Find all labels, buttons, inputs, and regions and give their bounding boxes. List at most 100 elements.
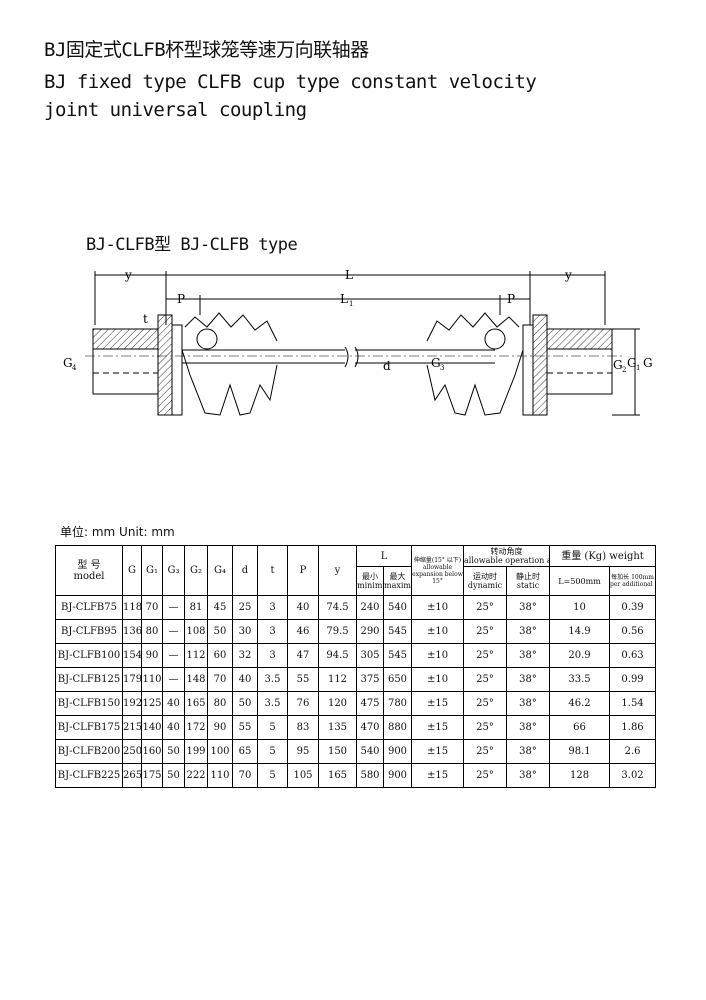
table-cell: 900 [382,739,413,764]
table-cell: 38° [506,643,551,668]
table-cell: 110 [141,667,163,692]
table-cell: 25° [463,643,508,668]
table-cell: ±10 [411,667,465,692]
table-cell: 25° [463,715,508,740]
table-cell: 780 [382,691,413,716]
table-cell: 45 [207,595,233,620]
unit-label: 单位: mm Unit: mm [60,525,175,539]
table-cell: 5 [257,739,288,764]
table-cell: 125 [141,691,163,716]
table-cell: 1.86 [609,715,657,740]
table-cell: 95 [287,739,319,764]
table-cell: 40 [232,667,258,692]
table-cell: 290 [356,619,384,644]
model-cell: BJ-CLFB100 [55,643,123,668]
table-cell: 3.5 [257,667,288,692]
header-weight-add-cn: 每加长 100mm [611,574,654,581]
table-cell: 90 [141,643,163,668]
table-cell: 70 [141,595,163,620]
table-cell: 1.54 [609,691,657,716]
table-cell: 222 [184,763,208,788]
table-cell: 5 [257,715,288,740]
title-english-line-1: BJ fixed type CLFB cup type constant vel… [44,71,537,93]
table-cell: — [162,595,185,620]
table-cell: 38° [506,691,551,716]
table-cell: 305 [356,643,384,668]
table-cell: 3 [257,595,288,620]
table-cell: 172 [184,715,208,740]
table-cell: 14.9 [549,619,611,644]
table-cell: 83 [287,715,319,740]
table-cell: 2.6 [609,739,657,764]
table-cell: 33.5 [549,667,611,692]
header-L-min-en: minimum [357,581,383,590]
table-cell: 25° [463,619,508,644]
table-cell: 74.5 [318,595,357,620]
table-cell: 40 [162,715,185,740]
table-cell: ±15 [411,739,465,764]
header-static-en: static [516,581,540,590]
model-cell: BJ-CLFB175 [55,715,123,740]
table-cell: 192 [122,691,142,716]
table-cell: 112 [318,667,357,692]
table-cell: 94.5 [318,643,357,668]
label-L: L [345,268,353,282]
table-cell: 3 [257,619,288,644]
table-cell: ±15 [411,715,465,740]
header-dynamic-en: dynamic [467,581,503,590]
table-cell: 3.5 [257,691,288,716]
table-cell: 175 [141,763,163,788]
table-cell: 79.5 [318,619,357,644]
table-cell: 50 [162,763,185,788]
table-cell: 25 [232,595,258,620]
table-cell: 38° [506,763,551,788]
header-model-en: model [73,570,105,582]
header-expansion: 伸缩量(15° 以下) allowable expansion below 15… [411,545,465,596]
header-L-max: 最大 maximum [382,566,413,596]
label-G1: G [627,356,637,370]
header-G3: G₃ [162,545,185,596]
header-static: 静止时 static [506,566,551,596]
table-cell: 545 [382,619,413,644]
table-cell: 165 [318,763,357,788]
header-G4: G₄ [207,545,233,596]
label-G4-sub: 4 [72,364,77,372]
table-cell: 38° [506,619,551,644]
table-cell: 10 [549,595,611,620]
table-cell: 20.9 [549,643,611,668]
model-cell: BJ-CLFB75 [55,595,123,620]
table-cell: 250 [122,739,142,764]
header-t: t [257,545,288,596]
table-cell: 0.99 [609,667,657,692]
table-cell: 60 [207,643,233,668]
header-P: P [287,545,319,596]
header-L: L [355,545,413,567]
table-cell: 0.56 [609,619,657,644]
header-L-max-cn: 最大 [389,572,406,581]
table-cell: 50 [162,739,185,764]
label-P-left: P [177,292,185,306]
left-cup-hatch-top [92,328,159,350]
table-cell: 80 [141,619,163,644]
header-expansion-cn: 伸缩量(15° 以下) [413,556,462,564]
table-cell: 0.63 [609,643,657,668]
table-cell: ±10 [411,643,465,668]
header-static-cn: 静止时 [516,572,541,581]
label-d: d [383,359,391,373]
label-L1-sub: 1 [349,300,353,308]
header-dynamic-cn: 运动时 [473,572,498,581]
label-G2: G [613,358,623,372]
table-cell: 81 [184,595,208,620]
table-cell: 880 [382,715,413,740]
table-cell: 55 [232,715,258,740]
table-cell: 100 [207,739,233,764]
table-cell: 25° [463,691,508,716]
left-flange [157,314,173,416]
table-cell: 150 [318,739,357,764]
table-cell: 375 [356,667,384,692]
